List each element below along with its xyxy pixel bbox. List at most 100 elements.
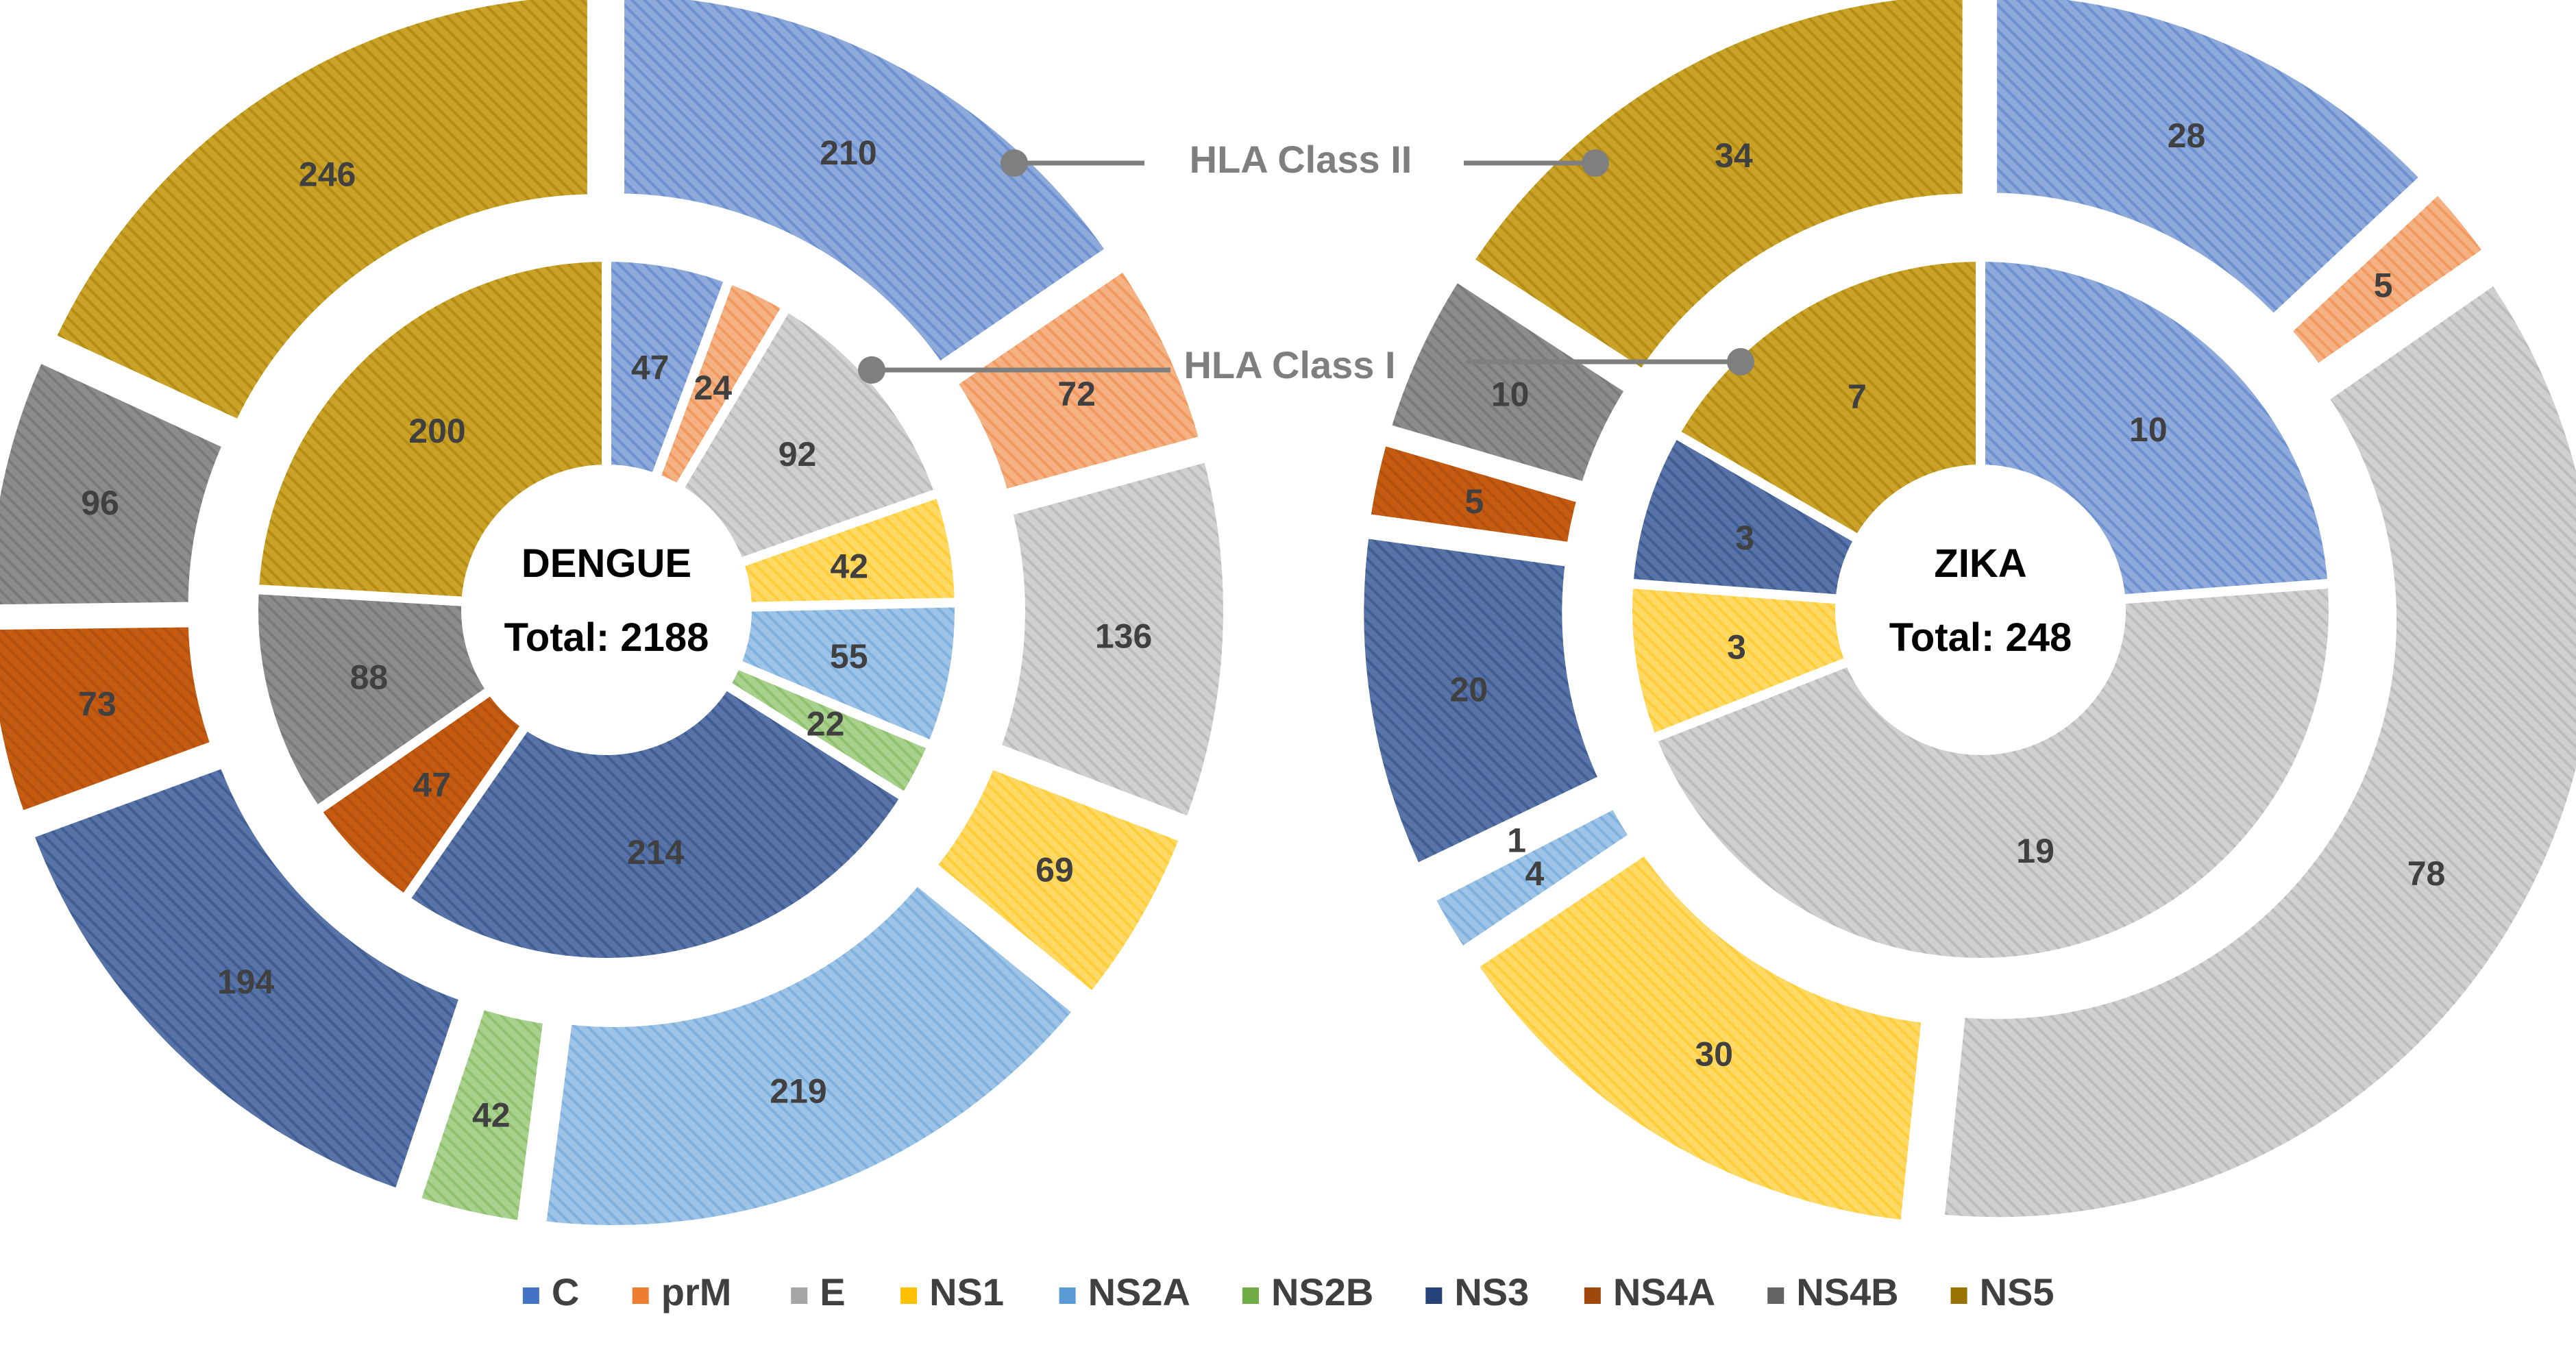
dengue-inner-label-e: 92 xyxy=(778,435,817,473)
dengue-outer-label-c: 210 xyxy=(820,134,876,172)
legend-item-e: E xyxy=(791,1270,846,1313)
legend-swatch-ns2b xyxy=(1242,1287,1259,1304)
dengue-inner-slice-ns4b xyxy=(249,584,498,818)
legend-item-c: C xyxy=(522,1270,579,1313)
dengue-inner-label-ns1: 42 xyxy=(830,547,868,586)
dengue-inner-label-ns5: 200 xyxy=(408,412,465,450)
legend-item-ns2b: NS2B xyxy=(1242,1270,1373,1313)
legend-swatch-c xyxy=(522,1287,539,1304)
legend-swatch-e xyxy=(791,1287,808,1304)
dengue-outer-label-ns2a: 219 xyxy=(770,1072,826,1111)
legend-label-ns4b: NS4B xyxy=(1796,1270,1898,1313)
zika-outer-slice-ns1 xyxy=(1455,831,1941,1239)
legend-item-ns1: NS1 xyxy=(900,1270,1004,1313)
dengue-outer-slice-ns2a xyxy=(526,861,1096,1243)
legend-item-ns4b: NS4B xyxy=(1767,1270,1899,1313)
dengue-doughnut-chart: 47 24 92 42 55 22 214 47 88 200 210 72 136 69 219 42 194… xyxy=(0,0,1241,1243)
zika-outer-slice-c xyxy=(1979,0,2444,338)
zika-outer-slice-ns5 xyxy=(1451,0,1980,393)
legend-item-ns3: NS3 xyxy=(1425,1270,1529,1313)
legend-swatch-ns4a xyxy=(1584,1287,1601,1304)
dengue-inner-label-ns2b: 22 xyxy=(807,705,845,743)
class-i-callout-label: HLA Class I xyxy=(1183,343,1395,386)
legend-label-c: C xyxy=(552,1270,579,1313)
ring-callouts: HLA Class II HLA Class I xyxy=(858,138,1754,386)
zika-outer-label-ns4b: 10 xyxy=(1491,375,1530,413)
dengue-inner-label-ns2a: 55 xyxy=(830,637,868,676)
zika-inner-label-ns3: 3 xyxy=(1735,519,1754,557)
zika-inner-slice-ns3 xyxy=(1623,426,1866,605)
dengue-outer-slice-ns2b xyxy=(399,987,563,1240)
class-ii-marker-left xyxy=(1001,149,1028,177)
legend-label-e: E xyxy=(820,1270,845,1313)
legend-item-ns2a: NS2A xyxy=(1059,1270,1190,1313)
zika-inner-slice-e xyxy=(1645,578,2338,967)
dengue-outer-label-prm: 72 xyxy=(1057,375,1096,413)
dengue-outer-slice-ns3 xyxy=(12,746,481,1211)
zika-outer-label-ns4a: 5 xyxy=(1464,482,1484,521)
legend-swatch-ns2a xyxy=(1059,1287,1076,1304)
dengue-outer-label-ns1: 69 xyxy=(1035,850,1074,889)
dengue-inner-slice-e xyxy=(672,299,946,569)
zika-inner-label-ns1: 3 xyxy=(1727,628,1746,667)
dengue-outer-slice-c xyxy=(606,0,1129,386)
dengue-inner-slice-ns5 xyxy=(249,251,611,607)
dengue-inner-label-ns4a: 47 xyxy=(413,765,451,804)
legend-item-ns5: NS5 xyxy=(1950,1270,2054,1313)
legend-swatch-ns3 xyxy=(1425,1287,1443,1304)
zika-inner-label-c: 10 xyxy=(2129,410,2168,449)
legend-swatch-prm xyxy=(632,1287,649,1304)
legend-label-prm: prM xyxy=(661,1270,732,1313)
dengue-outer-slice-ns4a xyxy=(0,609,232,833)
zika-outer-label-e: 78 xyxy=(2407,854,2446,893)
zika-inner-label-ns5: 7 xyxy=(1848,378,1867,416)
class-i-marker-left xyxy=(858,356,885,384)
legend-label-ns2a: NS2A xyxy=(1088,1270,1190,1313)
legend-item-ns4a: NS4A xyxy=(1584,1270,1715,1313)
dengue-inner-label-prm: 24 xyxy=(694,369,733,407)
zika-center-total: Total: 248 xyxy=(1889,615,2072,660)
zika-inner-slice-c xyxy=(1976,251,2338,605)
zika-outer-slice-ns4b xyxy=(1370,258,1648,504)
legend-swatch-ns1 xyxy=(900,1287,918,1304)
legend-item-prm: prM xyxy=(632,1270,732,1313)
zika-outer-label-prm: 5 xyxy=(2374,266,2393,304)
dengue-outer-slice-ns4b xyxy=(0,340,245,623)
zika-outer-slice-e xyxy=(1925,261,2576,1235)
dengue-inner-slice-ns3 xyxy=(397,678,912,967)
zika-center-title: ZIKA xyxy=(1934,541,2026,586)
zika-outer-label-ns3: 20 xyxy=(1450,670,1488,708)
dengue-center-total: Total: 2188 xyxy=(504,615,709,660)
zika-outer-label-ns5: 34 xyxy=(1715,136,1753,175)
dengue-outer-label-e: 136 xyxy=(1095,617,1152,656)
dengue-center-title: DENGUE xyxy=(522,541,691,586)
legend-swatch-ns4b xyxy=(1767,1287,1784,1304)
dengue-outer-label-ns3: 194 xyxy=(217,963,275,1001)
legend-label-ns2b: NS2B xyxy=(1271,1270,1373,1313)
dengue-outer-slice-e xyxy=(979,441,1241,839)
zika-outer-slice-prm xyxy=(2268,171,2507,388)
zika-outer-label-ns2b: 1 xyxy=(1507,822,1526,860)
dengue-outer-label-ns5: 246 xyxy=(299,156,356,194)
dengue-inner-label-ns4b: 88 xyxy=(350,658,389,696)
zika-outer-label-c: 28 xyxy=(2168,116,2206,155)
legend-label-ns5: NS5 xyxy=(1980,1270,2054,1313)
dengue-outer-slice-ns1 xyxy=(913,747,1201,1015)
dengue-inner-label-ns3: 214 xyxy=(627,833,685,872)
legend-label-ns3: NS3 xyxy=(1454,1270,1529,1313)
zika-inner-label-e: 19 xyxy=(2016,832,2054,870)
class-i-marker-right xyxy=(1727,348,1754,375)
dengue-inner-label-c: 47 xyxy=(631,349,670,387)
legend-label-ns4a: NS4A xyxy=(1613,1270,1715,1313)
dengue-outer-label-ns4a: 73 xyxy=(78,685,116,724)
dengue-outer-slice-prm xyxy=(934,247,1220,510)
zika-inner-slice-ns1 xyxy=(1623,578,1856,745)
legend-swatch-ns5 xyxy=(1950,1287,1967,1304)
dengue-outer-label-ns2b: 42 xyxy=(472,1096,511,1135)
dengue-outer-label-ns4b: 96 xyxy=(81,484,119,522)
class-ii-callout-label: HLA Class II xyxy=(1190,138,1412,181)
legend-label-ns1: NS1 xyxy=(929,1270,1004,1313)
